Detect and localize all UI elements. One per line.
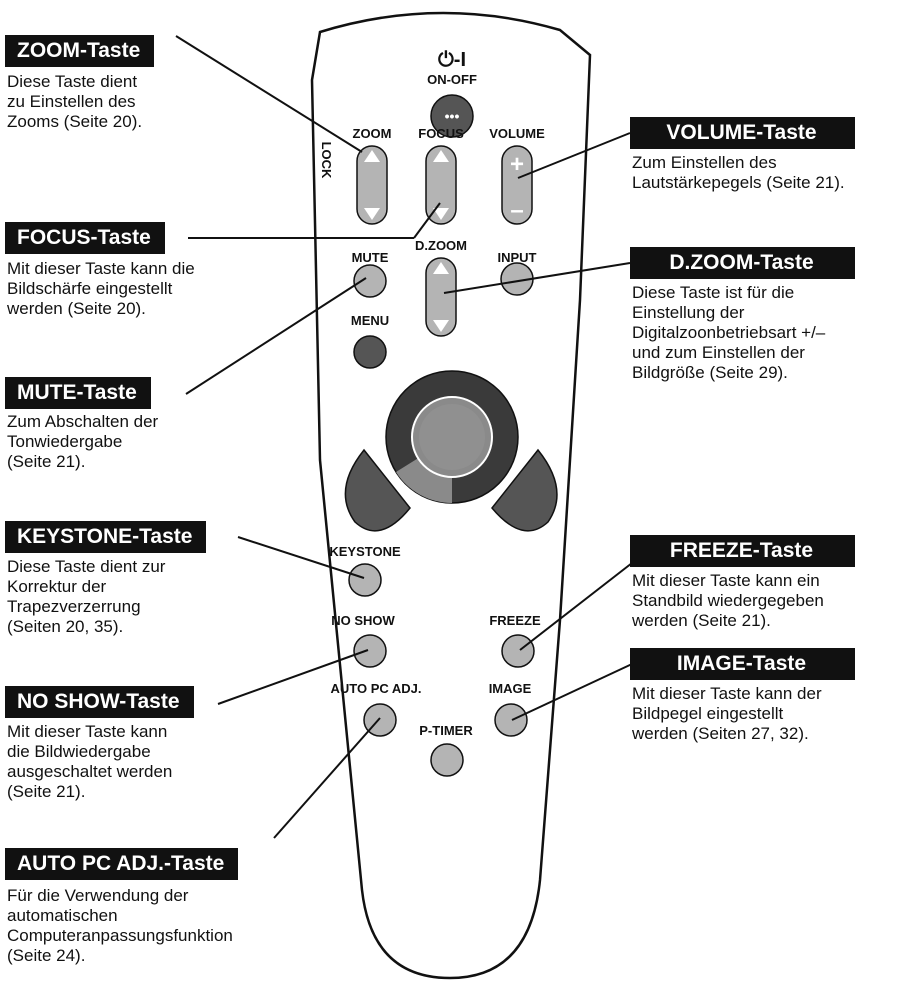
menu-button-label: MENU	[351, 313, 389, 328]
ptimer-button[interactable]	[431, 744, 463, 776]
keystone-button[interactable]	[349, 564, 381, 596]
focus-callout-title: FOCUS-Taste	[5, 222, 165, 254]
freeze-callout-title: FREEZE-Taste	[630, 535, 855, 567]
autopc-callout-title: AUTO PC ADJ.-Taste	[5, 848, 238, 880]
menu-button[interactable]	[354, 336, 386, 368]
dzoom-button-label: D.ZOOM	[415, 238, 467, 253]
keystone-button-label: KEYSTONE	[329, 544, 401, 559]
focus-callout-text: Mit dieser Taste kann die Bildschärfe ei…	[7, 259, 195, 319]
ptimer-button-label: P-TIMER	[419, 723, 473, 738]
noshow-button[interactable]	[354, 635, 386, 667]
image-callout-title: IMAGE-Taste	[630, 648, 855, 680]
power-dots: •••	[445, 108, 460, 124]
power-symbol-text: ⏻-I	[438, 49, 466, 71]
mute-button[interactable]	[354, 265, 386, 297]
image-callout-text: Mit dieser Taste kann der Bildpegel eing…	[632, 684, 822, 744]
volume-plus-icon: +	[510, 151, 524, 178]
zoom-button-label: ZOOM	[353, 126, 392, 141]
freeze-button[interactable]	[502, 635, 534, 667]
volume-callout-text: Zum Einstellen des Lautstärkepegels (Sei…	[632, 153, 845, 193]
zoom-callout-text: Diese Taste dient zu Einstellen des Zoom…	[7, 72, 142, 132]
image-button-label: IMAGE	[489, 681, 532, 696]
dzoom-callout-text: Diese Taste ist für die Einstellung der …	[632, 283, 825, 383]
noshow-callout-title: NO SHOW-Taste	[5, 686, 194, 718]
volume-button-label: VOLUME	[489, 126, 545, 141]
focus-button-label: FOCUS	[418, 126, 464, 141]
volume-minus-icon: –	[510, 197, 523, 224]
image-button[interactable]	[495, 704, 527, 736]
mute-callout-text: Zum Abschalten der Tonwiedergabe (Seite …	[7, 412, 158, 472]
lock-label: LOCK	[319, 142, 334, 179]
freeze-callout-text: Mit dieser Taste kann ein Standbild wied…	[632, 571, 824, 631]
mute-button-label: MUTE	[352, 250, 389, 265]
keystone-callout-title: KEYSTONE-Taste	[5, 521, 206, 553]
noshow-button-label: NO SHOW	[331, 613, 395, 628]
noshow-callout-text: Mit dieser Taste kann die Bildwiedergabe…	[7, 722, 172, 802]
volume-callout-title: VOLUME-Taste	[630, 117, 855, 149]
mute-callout-title: MUTE-Taste	[5, 377, 151, 409]
keystone-callout-text: Diese Taste dient zur Korrektur der Trap…	[7, 557, 165, 637]
dzoom-callout-title: D.ZOOM-Taste	[630, 247, 855, 279]
on-off-label: ON-OFF	[427, 72, 477, 87]
freeze-button-label: FREEZE	[489, 613, 541, 628]
autopc-button-label: AUTO PC ADJ.	[330, 681, 421, 696]
autopc-callout-text: Für die Verwendung der automatischen Com…	[7, 886, 233, 966]
zoom-callout-title: ZOOM-Taste	[5, 35, 154, 67]
